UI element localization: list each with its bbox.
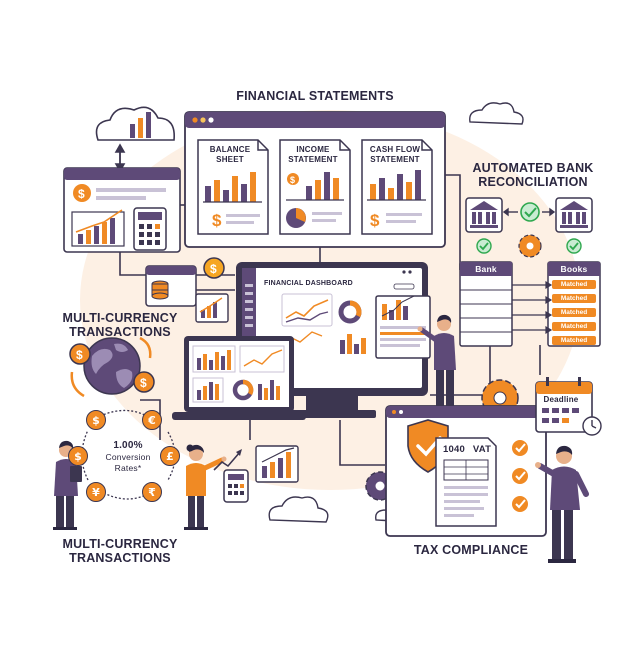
check-circle-icon bbox=[520, 202, 540, 222]
bank-building-icon bbox=[465, 197, 503, 233]
sync-arrows-icon bbox=[502, 207, 556, 217]
database-window bbox=[145, 265, 197, 307]
svg-text:$: $ bbox=[78, 187, 85, 201]
conversion-rate-line2: Conversion bbox=[105, 452, 151, 462]
balance-sheet-title-line2: SHEET bbox=[216, 155, 244, 164]
currency-coin-icon: € bbox=[142, 410, 162, 430]
bank-reconciliation-title-line2: RECONCILIATION bbox=[478, 175, 588, 189]
matched-badge: Matched bbox=[552, 336, 596, 345]
currency-coin-icon: ₹ bbox=[142, 482, 162, 502]
gear-icon bbox=[518, 234, 542, 258]
checklist bbox=[512, 440, 528, 512]
balance-sheet-title-line1: BALANCE bbox=[209, 145, 251, 154]
tax-form-document bbox=[435, 437, 497, 527]
check-circle-icon bbox=[476, 238, 492, 254]
bank-list-header: Bank bbox=[475, 264, 497, 274]
cash-flow-title-line2: STATEMENT bbox=[370, 155, 420, 164]
person-pointing bbox=[417, 314, 457, 416]
trend-arrow-icon bbox=[213, 449, 242, 471]
donut-chart-card bbox=[338, 300, 362, 324]
svg-text:$: $ bbox=[290, 175, 295, 185]
bank-ledger-list bbox=[459, 261, 513, 347]
balance-sheet-document: $ bbox=[197, 139, 269, 235]
multi-currency-bottom-title-line1: MULTI-CURRENCY bbox=[62, 537, 178, 551]
tax-compliance-title: TAX COMPLIANCE bbox=[413, 543, 529, 557]
currency-coin-icon: ¥ bbox=[86, 482, 106, 502]
cloud-icon bbox=[469, 102, 524, 125]
matched-badge: Matched bbox=[552, 294, 596, 303]
dollar-coin-icon: $ bbox=[133, 371, 155, 393]
dashboard-title: FINANCIAL DASHBOARD bbox=[264, 280, 353, 287]
matched-badge: Matched bbox=[552, 322, 596, 331]
calculator-icon bbox=[223, 469, 249, 503]
check-circle-icon bbox=[566, 238, 582, 254]
reconciliation-match-arrows bbox=[512, 280, 553, 335]
person-standing bbox=[535, 445, 589, 563]
globe-icon bbox=[83, 337, 141, 395]
multi-currency-top-title-line1: MULTI-CURRENCY bbox=[62, 311, 178, 325]
svg-text:$: $ bbox=[212, 211, 222, 230]
currency-coin-icon: $ bbox=[68, 446, 88, 466]
growth-chart-card bbox=[255, 445, 299, 483]
matched-badge: Matched bbox=[552, 280, 596, 289]
laptop bbox=[172, 336, 306, 420]
income-statement-document: $ bbox=[279, 139, 351, 235]
growth-chart-card bbox=[195, 293, 229, 323]
dollar-coin-icon: $ bbox=[69, 343, 91, 365]
conversion-rate-value: 1.00% bbox=[113, 440, 143, 451]
analytics-window: $ bbox=[63, 167, 181, 253]
matched-badge: Matched bbox=[552, 308, 596, 317]
dashboard-floating-panel bbox=[375, 295, 431, 359]
deadline-label: Deadline bbox=[543, 395, 579, 404]
multi-currency-bottom-title-line2: TRANSACTIONS bbox=[69, 551, 171, 565]
cash-flow-statement-document: $ bbox=[361, 139, 433, 235]
currency-coin-icon: $ bbox=[86, 410, 106, 430]
currency-coin-icon: £ bbox=[160, 446, 180, 466]
cloud-icon bbox=[268, 496, 329, 523]
trend-chart-card bbox=[281, 293, 333, 327]
tax-form-vat-label: VAT bbox=[472, 444, 492, 455]
svg-text:$: $ bbox=[140, 376, 147, 390]
svg-text:$: $ bbox=[370, 211, 380, 230]
exchange-arrows-icon bbox=[70, 336, 152, 398]
income-statement-title-line2: STATEMENT bbox=[288, 155, 338, 164]
cash-flow-title-line1: CASH FLOW bbox=[369, 145, 421, 154]
conversion-rate-line3: Rates* bbox=[114, 463, 142, 473]
income-statement-title-line1: INCOME bbox=[296, 145, 330, 154]
cloud-icon bbox=[95, 106, 175, 141]
financial-statements-title: FINANCIAL STATEMENTS bbox=[236, 89, 394, 103]
coin-icon: $ bbox=[203, 257, 225, 279]
tax-form-1040-label: 1040 bbox=[443, 444, 465, 455]
multi-currency-top-title-line2: TRANSACTIONS bbox=[69, 325, 171, 339]
bank-reconciliation-title-line1: AUTOMATED BANK bbox=[472, 161, 594, 175]
svg-text:$: $ bbox=[210, 262, 217, 276]
calendar-deadline-icon bbox=[535, 377, 602, 436]
sync-arrows-icon bbox=[114, 143, 126, 173]
svg-text:$: $ bbox=[76, 348, 83, 362]
books-list-header: Books bbox=[560, 264, 588, 274]
person-presenting bbox=[184, 444, 227, 530]
bank-building-icon bbox=[555, 197, 593, 233]
